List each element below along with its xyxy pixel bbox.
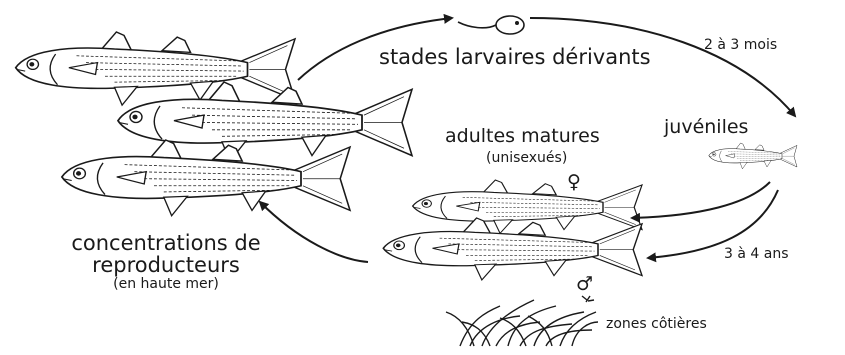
spawners-label-line1: concentrations de (62, 233, 270, 254)
spawner-fish-bottom (62, 140, 350, 216)
coastal-zones-label: zones côtières (606, 317, 707, 331)
spawner-fish-top (16, 32, 295, 105)
female-adult-fish (413, 180, 642, 233)
spawners-label-line2: reproducteurs (62, 255, 270, 276)
female-symbol: ♀ (567, 173, 581, 192)
high-seas-note: (en haute mer) (62, 277, 270, 291)
adult-duration-label: 3 à 4 ans (724, 247, 789, 261)
arrow-adults-to-spawners (260, 202, 368, 262)
unisex-note: (unisexués) (486, 151, 567, 165)
larva-icon (458, 16, 524, 34)
arrow-juveniles-to-female (632, 182, 770, 218)
juveniles-label: juvéniles (664, 118, 748, 137)
larval-stages-label: stades larvaires dérivants (379, 47, 651, 68)
male-symbol: ♂ (576, 275, 593, 294)
seagrass-icon (446, 296, 598, 346)
mature-adults-label: adultes matures (445, 127, 600, 146)
male-adult-fish (383, 218, 642, 280)
juvenile-fish (709, 143, 797, 169)
larval-duration-label: 2 à 3 mois (704, 38, 777, 52)
